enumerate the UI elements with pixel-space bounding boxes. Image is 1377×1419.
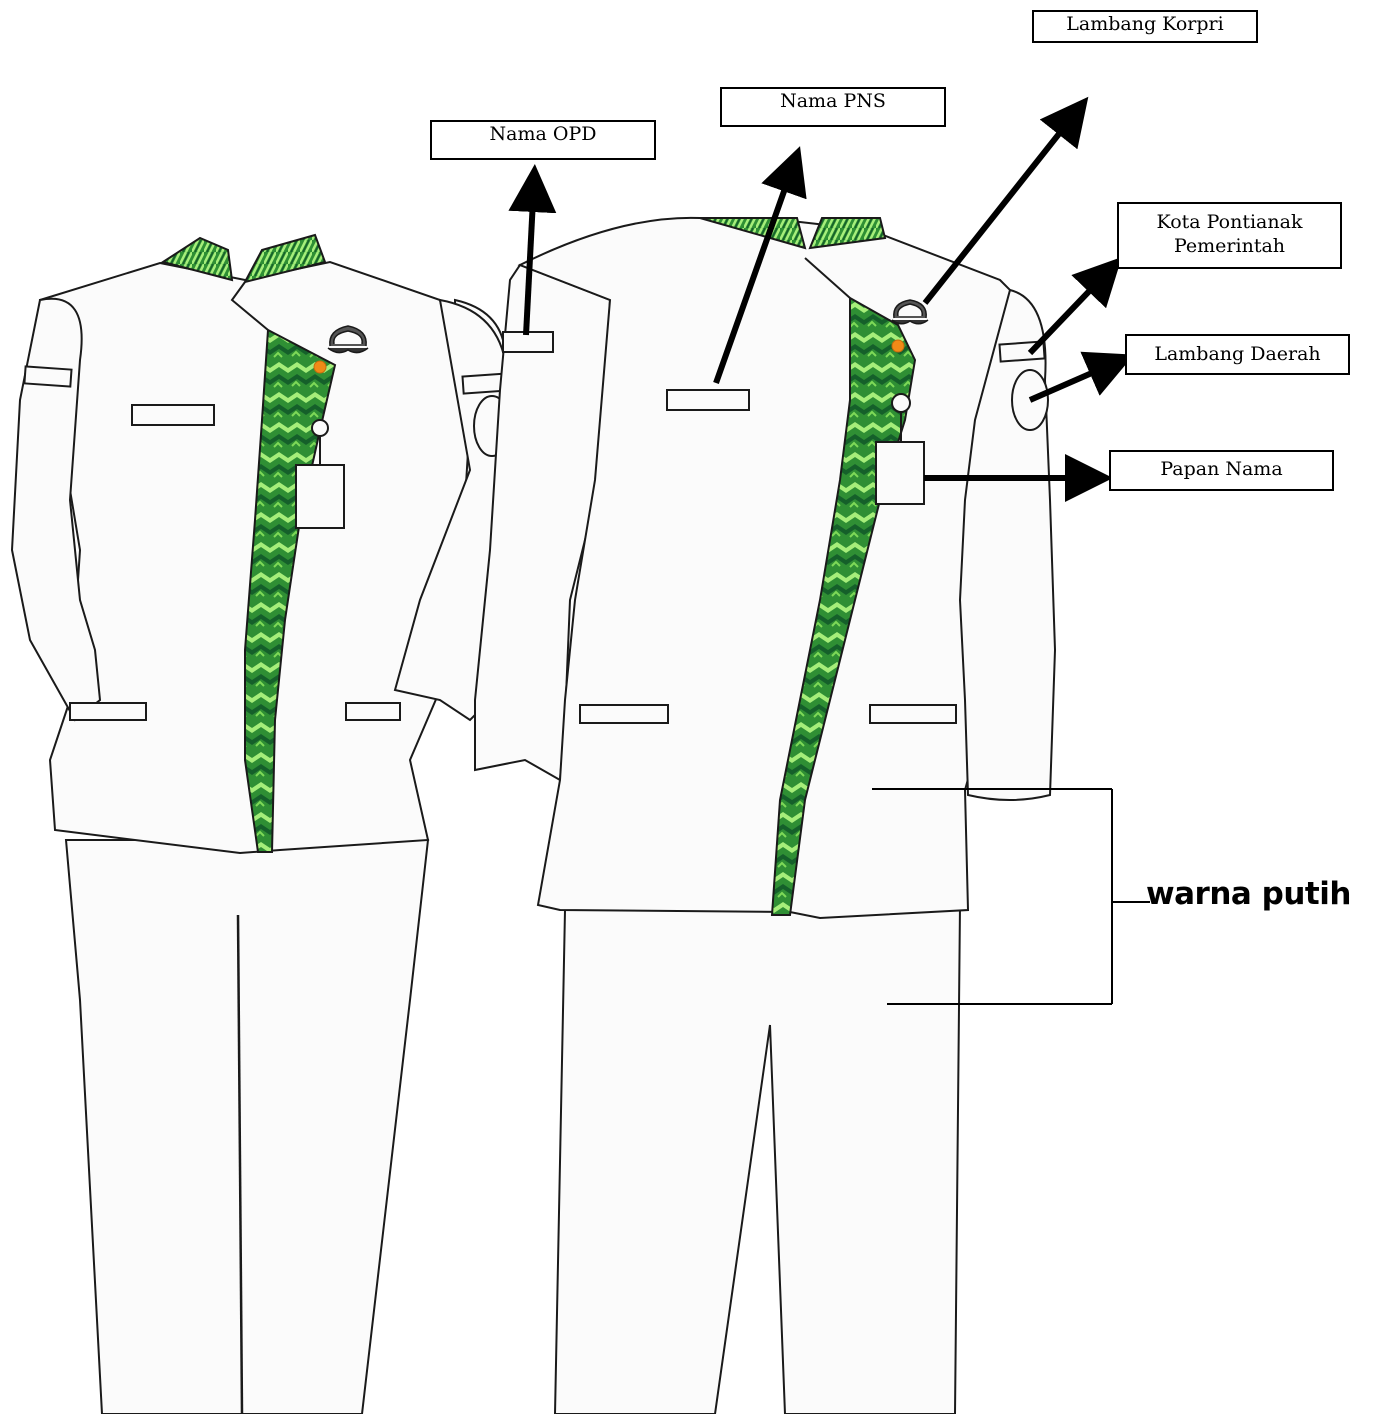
label-nama-pns: Nama PNS	[720, 87, 946, 127]
arrow-kota-pontianak	[1030, 283, 1097, 353]
right-trousers	[555, 905, 960, 1414]
label-lambang-korpri: Lambang Korpri	[1032, 10, 1258, 43]
right-uniform	[475, 218, 1055, 1414]
label-lambang-daerah: Lambang Daerah	[1125, 334, 1350, 375]
label-kota-pontianak: Kota Pontianak Pemerintah	[1117, 202, 1342, 269]
label-nama-opd: Nama OPD	[430, 120, 656, 160]
label-papan-nama: Papan Nama	[1109, 450, 1334, 491]
left-trousers	[66, 840, 428, 1414]
arrow-lambang-korpri	[925, 125, 1066, 303]
color-note: warna putih	[1146, 876, 1351, 912]
left-uniform	[12, 235, 512, 1414]
